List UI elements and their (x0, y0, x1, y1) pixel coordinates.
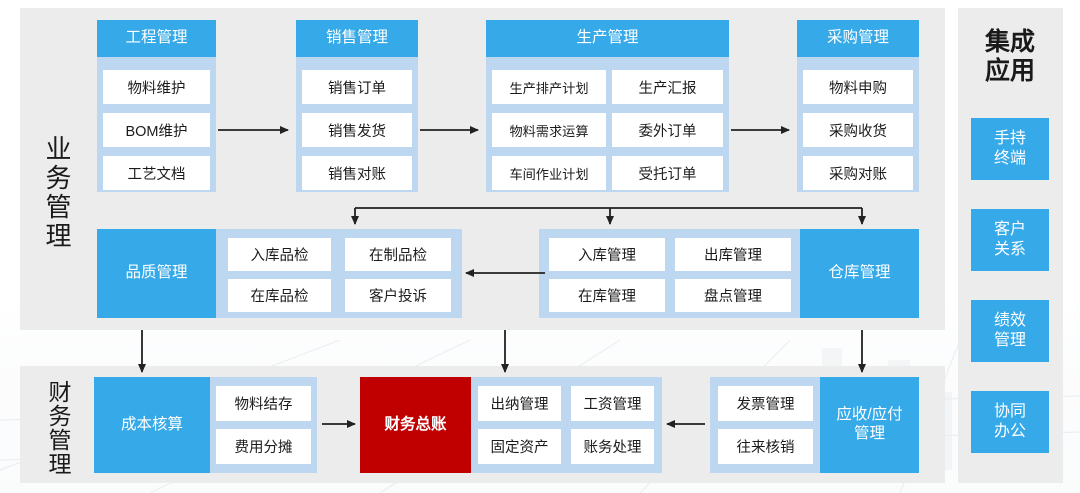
module-cost-header[interactable]: 成本核算 (94, 377, 210, 473)
module-cost-item-0[interactable]: 物料结存 (216, 386, 311, 421)
section-label-business: 业务管理 (42, 135, 72, 251)
module-quality-item-right-0[interactable]: 在制品检 (345, 238, 451, 271)
module-cost-item-1[interactable]: 费用分摊 (216, 429, 311, 464)
module-engineering-item-2[interactable]: 工艺文档 (103, 156, 210, 190)
module-warehouse-item-left-1[interactable]: 在库管理 (549, 279, 665, 312)
integrated-apps-title: 集成 应用 (955, 28, 1065, 85)
integrated-apps-title-line2: 应用 (984, 56, 1035, 85)
module-sales-item-1[interactable]: 销售发货 (302, 113, 412, 147)
app-collaborative-office[interactable]: 协同 办公 (971, 391, 1049, 453)
app-collaborative-office-line2: 办公 (993, 423, 1026, 440)
integrated-apps-title-line1: 集成 (984, 28, 1035, 56)
app-performance-management[interactable]: 绩效 管理 (971, 300, 1049, 362)
module-production-item-right-2[interactable]: 受托订单 (612, 156, 723, 190)
module-warehouse-header[interactable]: 仓库管理 (800, 229, 919, 318)
module-production-item-right-0[interactable]: 生产汇报 (612, 70, 723, 104)
module-ledger-item-left-1[interactable]: 固定资产 (478, 429, 561, 464)
module-purchasing-item-0[interactable]: 物料申购 (803, 70, 913, 104)
module-purchasing-item-2[interactable]: 采购对账 (803, 156, 913, 190)
app-handheld-terminal[interactable]: 手持 终端 (971, 118, 1049, 180)
module-quality-item-left-1[interactable]: 在库品检 (228, 279, 331, 312)
module-ledger-header[interactable]: 财务总账 (360, 377, 471, 473)
module-production-item-left-0[interactable]: 生产排产计划 (492, 70, 606, 104)
module-receivable-header-line2: 管理 (853, 425, 885, 442)
module-warehouse-item-right-0[interactable]: 出库管理 (675, 238, 791, 271)
app-collaborative-office-line1: 协同 (993, 403, 1026, 421)
app-handheld-terminal-line1: 手持 (993, 130, 1026, 148)
module-engineering-item-1[interactable]: BOM维护 (103, 113, 210, 147)
module-receivable-item-1[interactable]: 往来核销 (718, 429, 813, 464)
app-customer-relations[interactable]: 客户 关系 (971, 209, 1049, 271)
module-sales-header[interactable]: 销售管理 (296, 20, 418, 57)
module-receivable-header-line1: 应收/应付 (836, 406, 903, 424)
module-quality-header[interactable]: 品质管理 (97, 229, 216, 318)
module-ledger-item-right-1[interactable]: 账务处理 (571, 429, 654, 464)
app-handheld-terminal-line2: 终端 (993, 150, 1026, 167)
module-production-item-right-1[interactable]: 委外订单 (612, 113, 723, 147)
module-purchasing-item-1[interactable]: 采购收货 (803, 113, 913, 147)
module-quality-item-right-1[interactable]: 客户投诉 (345, 279, 451, 312)
module-engineering-item-0[interactable]: 物料维护 (103, 70, 210, 104)
module-receivable-header[interactable]: 应收/应付 管理 (820, 377, 919, 473)
module-sales-item-0[interactable]: 销售订单 (302, 70, 412, 104)
module-production-header[interactable]: 生产管理 (486, 20, 729, 57)
module-warehouse-item-left-0[interactable]: 入库管理 (549, 238, 665, 271)
module-production-item-left-2[interactable]: 车间作业计划 (492, 156, 606, 190)
app-performance-management-line1: 绩效 (993, 312, 1026, 330)
module-receivable-item-0[interactable]: 发票管理 (718, 386, 813, 421)
module-warehouse-item-right-1[interactable]: 盘点管理 (675, 279, 791, 312)
app-customer-relations-line2: 关系 (993, 241, 1026, 258)
module-purchasing-header[interactable]: 采购管理 (797, 20, 919, 57)
section-label-finance: 财务管理 (45, 380, 71, 476)
module-sales-item-2[interactable]: 销售对账 (302, 156, 412, 190)
module-quality-item-left-0[interactable]: 入库品检 (228, 238, 331, 271)
app-performance-management-line2: 管理 (993, 332, 1026, 349)
module-ledger-item-left-0[interactable]: 出纳管理 (478, 386, 561, 421)
module-production-item-left-1[interactable]: 物料需求运算 (492, 113, 606, 147)
module-engineering-header[interactable]: 工程管理 (97, 20, 216, 57)
app-customer-relations-line1: 客户 (993, 221, 1026, 239)
module-ledger-item-right-0[interactable]: 工资管理 (571, 386, 654, 421)
